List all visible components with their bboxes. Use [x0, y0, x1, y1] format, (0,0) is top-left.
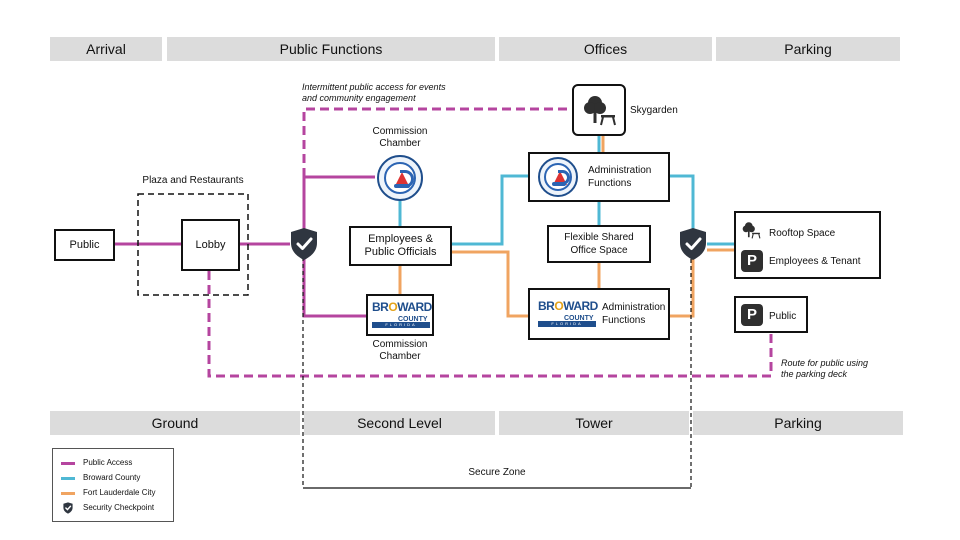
node-public-parking: P Public — [734, 296, 808, 333]
legend-item-security-checkpoint: Security Checkpoint — [61, 502, 154, 514]
band-parking-bottom: Parking — [693, 411, 903, 435]
shield-check-icon — [63, 502, 73, 514]
tree-bench-icon — [742, 222, 761, 239]
node-admin-bottom: BROWARD COUNTY FLORIDA Administration Fu… — [528, 288, 670, 340]
node-commission-broward: BROWARD COUNTY FLORIDA — [366, 294, 434, 336]
band-offices: Offices — [499, 37, 712, 61]
public-parking-label: Public — [769, 311, 797, 322]
node-rooftop-employees: Rooftop Space P Employees & Tenant — [734, 211, 881, 279]
fort-lauderdale-seal-admin — [538, 157, 578, 197]
node-skygarden — [572, 84, 626, 136]
legend-item-fort-lauderdale: Fort Lauderdale City — [61, 488, 155, 498]
band-ground: Ground — [50, 411, 300, 435]
plaza-label: Plaza and Restaurants — [142, 175, 244, 186]
secure-zone-label: Secure Zone — [468, 467, 526, 478]
security-checkpoint-left-icon — [291, 228, 317, 260]
node-lobby: Lobby — [181, 219, 240, 271]
parking-icon: P — [741, 250, 763, 272]
employees-tenant-label: Employees & Tenant — [769, 256, 861, 267]
plaza-dashed-box — [137, 193, 249, 296]
secure-zone-bracket — [302, 257, 692, 489]
band-parking-top: Parking — [716, 37, 900, 61]
skygarden-label: Skygarden — [630, 105, 678, 116]
band-arrival: Arrival — [50, 37, 162, 61]
band-second-level: Second Level — [304, 411, 495, 435]
broward-county-lines — [398, 134, 734, 246]
security-checkpoint-right-icon — [680, 228, 706, 260]
parking-icon: P — [741, 304, 763, 326]
route-note: Route for public using the parking deck — [781, 358, 869, 379]
intermittent-access-note: Intermittent public access for events an… — [302, 82, 446, 103]
fort-lauderdale-lines — [398, 134, 734, 318]
admin-top-label: Administration Functions — [588, 165, 652, 189]
node-flexible-office: Flexible Shared Office Space — [547, 225, 651, 263]
legend: Public Access Broward County Fort Lauder… — [52, 448, 174, 522]
fort-lauderdale-seal-commission — [377, 155, 423, 201]
node-admin-top: Administration Functions — [528, 152, 670, 202]
band-public-functions: Public Functions — [167, 37, 495, 61]
commission-bottom-label: Commission Chamber — [372, 339, 428, 362]
rooftop-label: Rooftop Space — [769, 228, 836, 239]
broward-county-logo-admin: BROWARD COUNTY FLORIDA — [538, 299, 598, 327]
legend-item-public-access: Public Access — [61, 458, 132, 468]
band-tower: Tower — [499, 411, 689, 435]
node-employees-officials: Employees & Public Officials — [349, 226, 452, 266]
broward-county-logo-commission: BROWARD COUNTY FLORIDA — [372, 300, 432, 328]
tree-bench-icon — [584, 96, 616, 126]
legend-item-broward-county: Broward County — [61, 473, 140, 483]
commission-top-label: Commission Chamber — [372, 126, 428, 149]
admin-bottom-label: Administration Functions — [602, 302, 666, 326]
node-public: Public — [54, 229, 115, 261]
public-access-dashed-lines — [207, 107, 773, 378]
